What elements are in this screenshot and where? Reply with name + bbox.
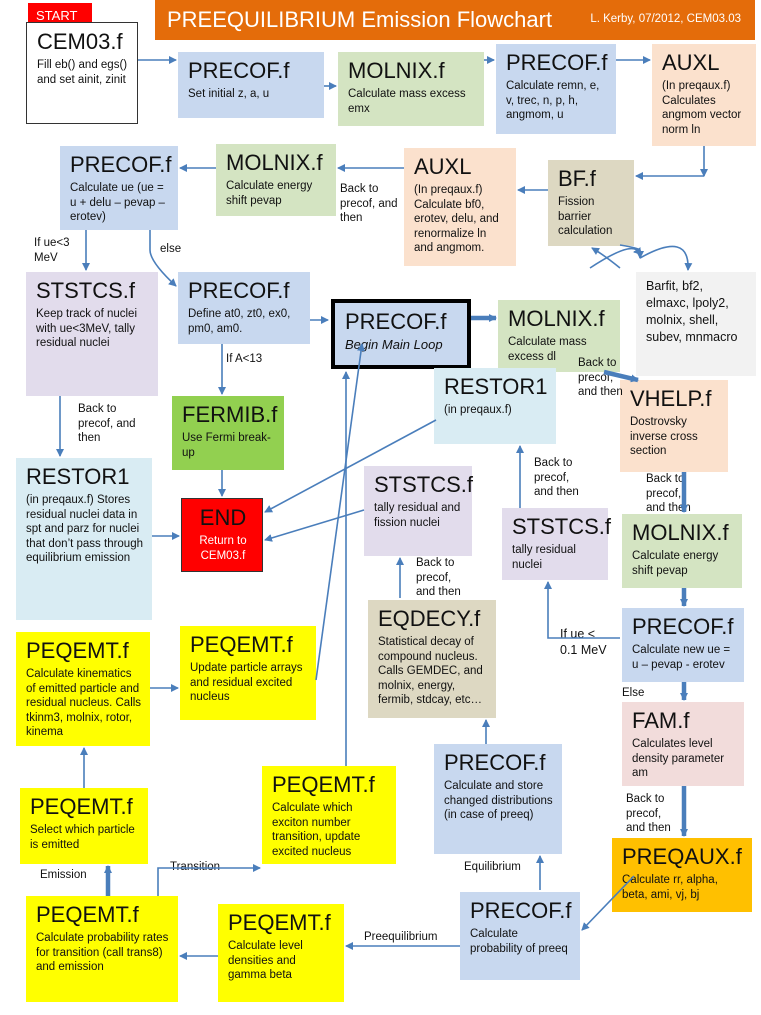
edge-label-back-to-precof: Back to precof, and then bbox=[340, 183, 398, 224]
node-restor1-long: RESTOR1 (in preqaux.f) Stores residual n… bbox=[16, 458, 152, 620]
node-auxl-bf0: AUXL (In preqaux.f) Calculate bf0, erote… bbox=[404, 148, 516, 266]
edge-label-if-a-lt13: If A<13 bbox=[226, 353, 263, 365]
arrow bbox=[157, 864, 261, 896]
node-precof-distributions: PRECOF.f Calculate and store changed dis… bbox=[434, 744, 562, 854]
node-bf: BF.f Fission barrier calculation bbox=[548, 160, 634, 246]
arrow bbox=[264, 509, 365, 542]
node-fermib: FERMIB.f Use Fermi break-up bbox=[172, 396, 284, 470]
edge-label-back-to-precof: Back to precof, and then bbox=[78, 403, 136, 444]
edge-label-preequilibrium: Preequilibrium bbox=[364, 931, 438, 943]
edge-label-back-to-precof: Back to precof, and then bbox=[416, 557, 461, 598]
edge-label-else: else bbox=[160, 243, 182, 255]
arrow bbox=[544, 581, 620, 639]
node-precof-new-ue: PRECOF.f Calculate new ue = u – pevap - … bbox=[622, 608, 744, 682]
arrow bbox=[581, 875, 635, 931]
node-precof-initial: PRECOF.f Set initial z, a, u bbox=[178, 52, 324, 118]
node-fam: FAM.f Calculates level density parameter… bbox=[622, 702, 744, 786]
node-ststcs-track: STSTCS.f Keep track of nuclei with ue<3M… bbox=[26, 272, 158, 396]
node-bf-subroutines: Barfit, bf2, elmaxc, lpoly2, molnix, she… bbox=[636, 272, 756, 376]
node-vhelp: VHELP.f Dostrovsky inverse cross section bbox=[620, 380, 728, 472]
node-peqemt-probability: PEQEMT.f Calculate probability rates for… bbox=[26, 896, 178, 1002]
node-peqemt-densities: PEQEMT.f Calculate level densities and g… bbox=[218, 904, 344, 1002]
arrow bbox=[264, 419, 437, 513]
node-peqemt-update: PEQEMT.f Update particle arrays and resi… bbox=[180, 626, 316, 720]
node-precof-ue: PRECOF.f Calculate ue (ue = u + delu – p… bbox=[60, 146, 178, 230]
node-precof-define: PRECOF.f Define at0, zt0, ex0, pm0, am0. bbox=[178, 272, 310, 344]
node-molnix-pevap: MOLNIX.f Calculate energy shift pevap bbox=[216, 144, 336, 216]
node-molnix-dl: MOLNIX.f Calculate mass excess dl bbox=[498, 300, 620, 372]
node-preqaux: PREQAUX.f Calculate rr, alpha, beta, ami… bbox=[612, 838, 752, 912]
page-title: PREEQUILIBRIUM Emission Flowchart bbox=[167, 7, 553, 32]
node-precof-main-loop: PRECOF.f Begin Main Loop bbox=[331, 299, 471, 369]
edge-label-if-ue-lt3: If ue<3 MeV bbox=[34, 237, 70, 264]
page-subtitle: L. Kerby, 07/2012, CEM03.03 bbox=[590, 13, 741, 25]
node-restor1-short: RESTOR1 (in preqaux.f) bbox=[434, 368, 556, 444]
arrow bbox=[639, 245, 693, 271]
edge-label-transition: Transition bbox=[170, 861, 221, 873]
node-precof-preeq: PRECOF.f Calculate probability of preeq bbox=[460, 892, 580, 980]
edge-label-back-to-precof: Back to precof, and then bbox=[646, 473, 691, 514]
edge-label-emission: Emission bbox=[40, 869, 87, 881]
node-molnix-pevap-2: MOLNIX.f Calculate energy shift pevap bbox=[622, 514, 742, 588]
node-ststcs-residual: STSTCS.f tally residual nuclei bbox=[502, 508, 611, 580]
arrow bbox=[149, 230, 177, 287]
node-cem03: CEM03.f Fill eb() and egs() and set aini… bbox=[26, 22, 138, 124]
node-eqdecy: EQDECY.f Statistical decay of compound n… bbox=[368, 600, 496, 718]
node-auxl-ln: AUXL (In preqaux.f) Calculates angmom ve… bbox=[652, 44, 756, 146]
title-banner: PREEQUILIBRIUM Emission Flowchart L. Ker… bbox=[155, 0, 755, 40]
edge-label-back-to-precof: Back to precof, and then bbox=[626, 793, 671, 834]
node-molnix-emx: MOLNIX.f Calculate mass excess emx bbox=[338, 52, 484, 126]
node-peqemt-kinematics: PEQEMT.f Calculate kinematics of emitted… bbox=[16, 632, 150, 746]
edge-label-else: Else bbox=[622, 687, 645, 699]
node-peqemt-transition: PEQEMT.f Calculate which exciton number … bbox=[262, 766, 396, 864]
node-precof-remn: PRECOF.f Calculate remn, e, v, trec, n, … bbox=[496, 44, 616, 134]
arrow bbox=[315, 343, 366, 681]
edge-label-back-to-precof: Back to precof, and then bbox=[578, 357, 623, 398]
arrow bbox=[589, 247, 644, 269]
node-peqemt-select: PEQEMT.f Select which particle is emitte… bbox=[20, 788, 148, 864]
edge-label-equilibrium: Equilibrium bbox=[464, 861, 521, 873]
edge-label-back-to-precof: Back to precof, and then bbox=[534, 457, 579, 498]
node-end: END Return to CEM03.f bbox=[181, 498, 263, 572]
arrow bbox=[591, 247, 621, 269]
node-ststcs-fission: STSTCS.f tally residual and fission nucl… bbox=[364, 466, 473, 556]
main-arrow bbox=[603, 369, 639, 383]
